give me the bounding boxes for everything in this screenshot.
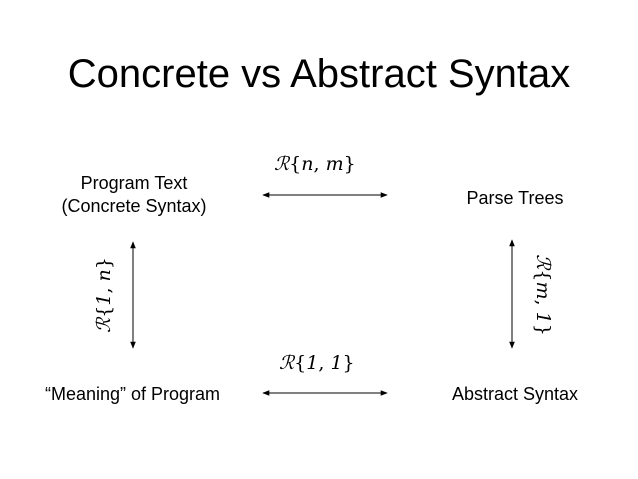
relation-top-label: ℛ{n, m} [274,153,356,175]
node-program-text-line1: Program Text [80,173,188,193]
relation-bottom-label: ℛ{1, 1} [279,352,355,374]
node-program-text-line2: (Concrete Syntax) [61,196,207,216]
node-meaning: “Meaning” of Program [44,384,221,404]
node-program-text: Program Text (Concrete Syntax) [34,172,234,218]
node-parse-trees: Parse Trees [466,188,564,208]
slide-title: Concrete vs Abstract Syntax [67,52,571,96]
node-abstract-syntax: Abstract Syntax [451,384,579,404]
